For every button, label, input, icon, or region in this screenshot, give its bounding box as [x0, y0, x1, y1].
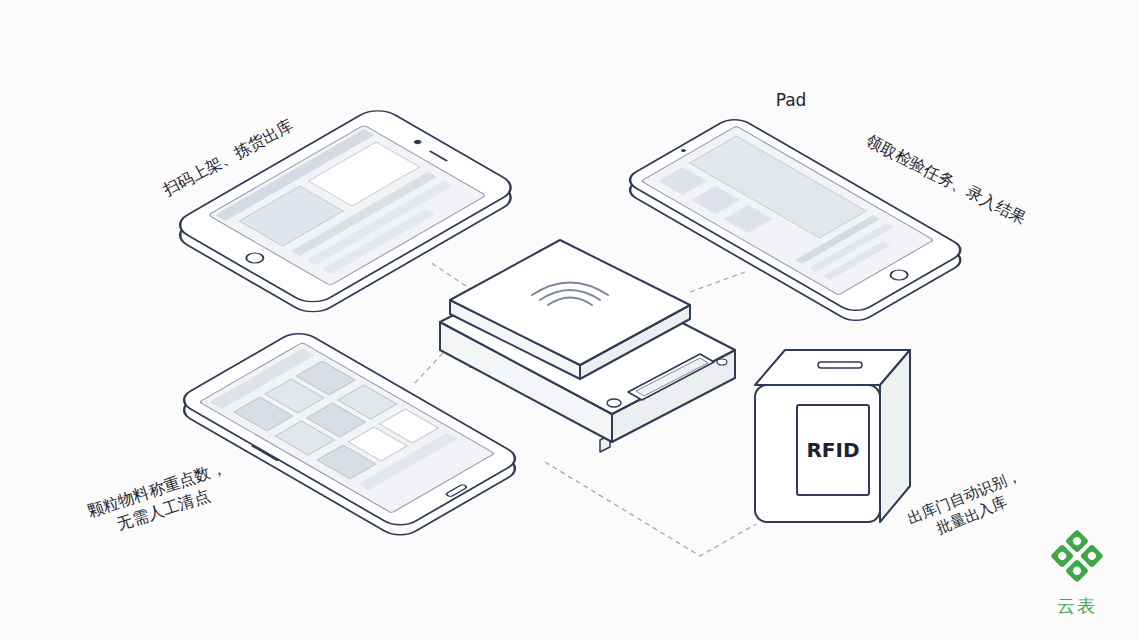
logo-mark: [1050, 529, 1104, 583]
device-node: 扫码上架、拣货出库: [140, 120, 320, 200]
device-node: 颗粒物料称重点数， 无需人工清点: [80, 450, 250, 550]
device-caption: 颗粒物料称重点数， 无需人工清点: [79, 455, 241, 544]
rfid-gate-box: [755, 350, 910, 522]
tablet: [622, 115, 968, 325]
phone: [170, 105, 521, 318]
device-caption: 领取检验任务、录入结果: [863, 130, 1030, 229]
device-caption: 扫码上架、拣货出库: [159, 115, 296, 202]
rfid-tag-box: RFID出库门自动识别， 批量出入库: [796, 404, 870, 496]
logo-text: 云表: [1057, 594, 1097, 618]
device-node: Pad 领取检验任务、录入结果: [760, 80, 1040, 240]
rfid-label: RFID: [806, 437, 859, 464]
device-name: Pad: [776, 89, 807, 112]
weighing-scale: [440, 240, 735, 452]
device-caption: 出库门自动识别， 批量出入库: [901, 463, 1035, 549]
